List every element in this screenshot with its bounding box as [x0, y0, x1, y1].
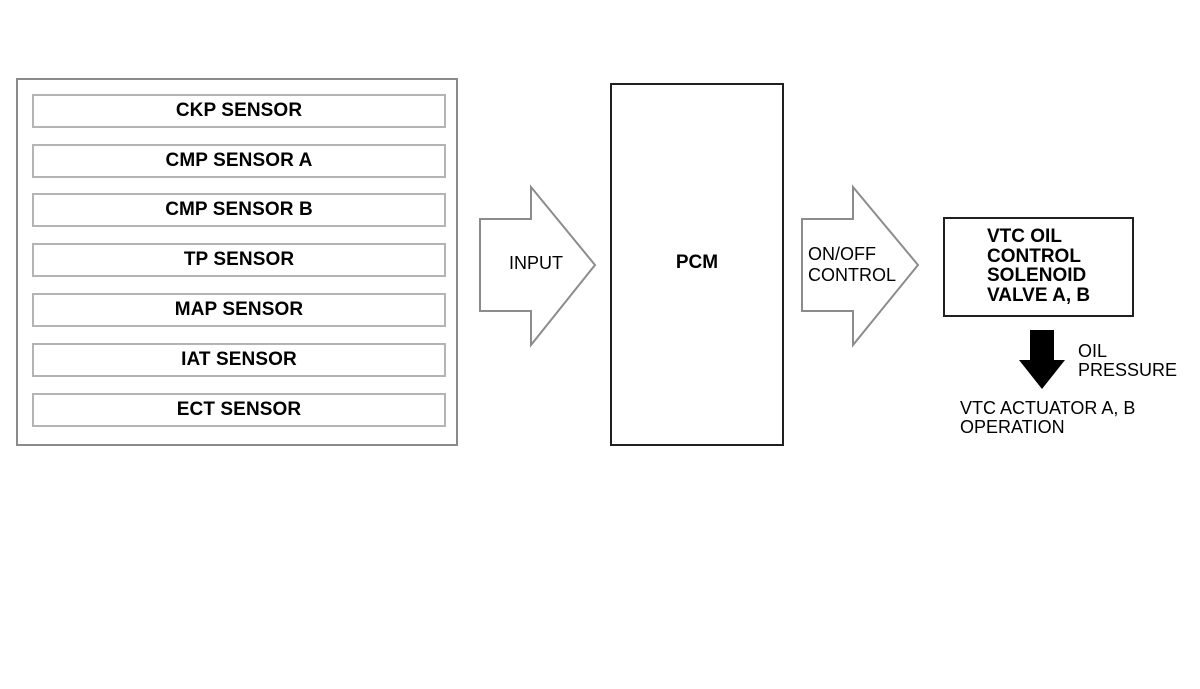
sensor-panel: CKP SENSOR CMP SENSOR A CMP SENSOR B TP …: [16, 78, 458, 446]
sensor-label: TP SENSOR: [183, 249, 295, 270]
input-arrow-label: INPUT: [509, 253, 563, 273]
pcm-label: PCM: [675, 252, 719, 273]
sensor-item-iat: IAT SENSOR: [32, 343, 446, 377]
sensor-label: CMP SENSOR B: [165, 199, 313, 220]
sensor-item-cmp-b: CMP SENSOR B: [32, 193, 446, 227]
sensor-label: ECT SENSOR: [176, 399, 302, 420]
oil-pressure-label: OIL PRESSURE: [1078, 341, 1178, 380]
control-arrow-icon: [801, 184, 920, 348]
sensor-label: MAP SENSOR: [174, 299, 304, 320]
sensor-item-ect: ECT SENSOR: [32, 393, 446, 427]
oil-pressure-arrow-icon: [1019, 330, 1065, 389]
sensor-label: CKP SENSOR: [175, 100, 303, 121]
sensor-item-ckp: CKP SENSOR: [32, 94, 446, 128]
actuator-label: VTC ACTUATOR A, B OPERATION: [960, 398, 1136, 437]
sensor-item-tp: TP SENSOR: [32, 243, 446, 277]
control-arrow-label: ON/OFF CONTROL: [808, 244, 897, 285]
input-arrow-icon: [479, 184, 597, 348]
pcm-box: [610, 83, 784, 446]
sensor-item-cmp-a: CMP SENSOR A: [32, 144, 446, 178]
solenoid-box: [943, 217, 1134, 317]
solenoid-label: VTC OIL CONTROL SOLENOID VALVE A, B: [987, 226, 1091, 306]
sensor-label: CMP SENSOR A: [165, 150, 313, 171]
sensor-item-map: MAP SENSOR: [32, 293, 446, 327]
sensor-label: IAT SENSOR: [181, 349, 297, 370]
